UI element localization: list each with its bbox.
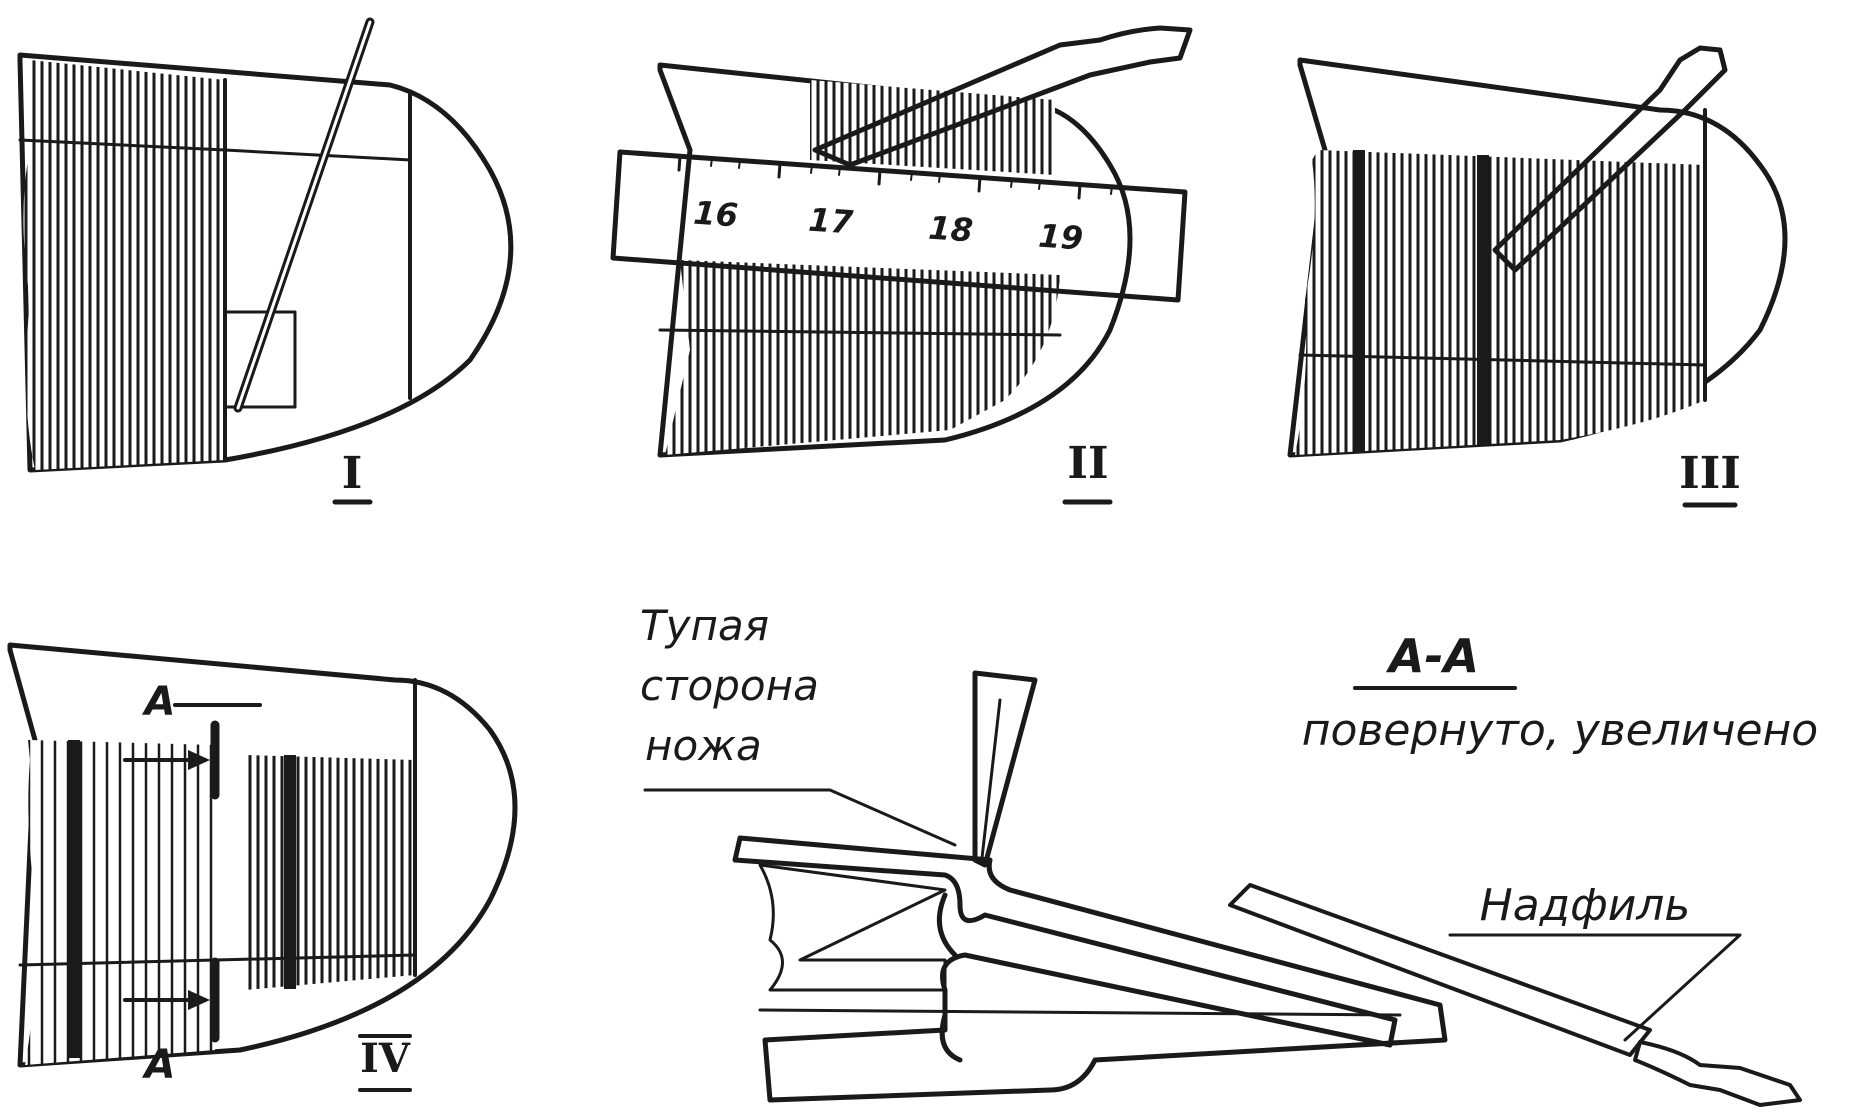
hatched-upper-2 — [810, 80, 1055, 175]
blunt-knife-edge — [980, 698, 1002, 860]
panel-3: III — [1287, 45, 1788, 508]
spar-left-1 — [18, 138, 227, 152]
file-leader — [1448, 933, 1742, 1042]
section-arrowhead-bottom — [188, 990, 210, 1010]
hatched-lower-2 — [665, 260, 1060, 455]
knife-leader — [643, 788, 957, 847]
hatched-area-3 — [1295, 150, 1705, 455]
fin-outline-1 — [17, 52, 514, 473]
panel-4: A A IV — [7, 642, 518, 1092]
spar-line-1 — [223, 148, 412, 162]
rod-1-core — [236, 20, 372, 410]
knife-2 — [812, 25, 1193, 168]
fin-outline-2 — [657, 62, 1133, 458]
rib-dark-3b — [1477, 155, 1489, 445]
hatched-left-4 — [25, 740, 215, 1065]
spar-line-2 — [658, 328, 1062, 337]
spar-line-3 — [1298, 353, 1707, 367]
file-label: Надфиль — [1480, 880, 1691, 931]
hatched-area-1 — [23, 60, 225, 470]
knife-3 — [1492, 45, 1728, 273]
ruler-ticks — [677, 154, 1113, 200]
panel-2: 16 17 18 19 II — [610, 25, 1193, 505]
blunt-knife — [972, 670, 1038, 868]
knife-2-tip — [813, 148, 852, 167]
section-label-top: A — [142, 679, 176, 725]
rib-dark-4b — [284, 755, 296, 989]
fin-outline-4 — [7, 642, 518, 1068]
needle-file-handle — [1633, 1040, 1802, 1107]
panel-4-label: IV — [360, 1035, 411, 1082]
profile-notch-top — [936, 892, 958, 958]
spar-profile — [732, 835, 1448, 1103]
panel-1-label: I — [342, 448, 363, 499]
profile-inner-wave — [758, 863, 947, 992]
ruler-tick-19: 19 — [1037, 217, 1084, 258]
ruler-tick-16: 16 — [692, 194, 739, 235]
panel-1: I — [17, 17, 514, 505]
tab-1 — [223, 310, 297, 409]
section-label-bottom: A — [142, 1042, 176, 1088]
section-arrowhead-top — [188, 750, 210, 770]
panel-3-label: III — [1679, 448, 1741, 499]
profile-midline — [758, 1008, 1402, 1017]
profile-notch-bottom — [939, 1012, 963, 1063]
detail-subtitle: повернуто, увеличено — [1302, 705, 1818, 756]
ruler — [610, 149, 1188, 303]
ruler-tick-18: 18 — [927, 209, 974, 250]
knife-label-line-3: ножа — [645, 721, 762, 770]
rib-dark-3a — [1353, 150, 1365, 453]
ruler-tick-17: 17 — [807, 201, 855, 242]
knife-label-line-2: сторона — [640, 661, 819, 710]
detail-title: A-A — [1386, 629, 1479, 683]
needle-file — [1228, 883, 1652, 1057]
detail-section: A-A повернуто, увеличено Тупая сторона н… — [640, 601, 1818, 1107]
knife-label-line-1: Тупая — [640, 601, 769, 650]
panel-2-label: II — [1067, 438, 1108, 489]
rib-dark-4a — [68, 740, 80, 1058]
